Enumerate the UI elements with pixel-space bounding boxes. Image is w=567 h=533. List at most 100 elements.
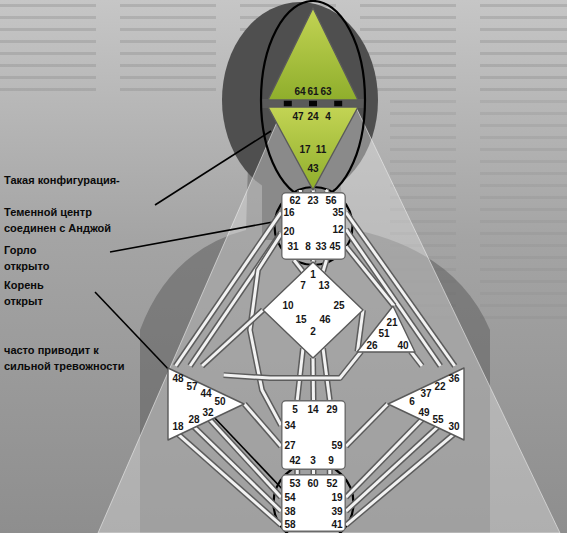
channel-line <box>300 190 301 192</box>
gate-number: 18 <box>172 422 183 432</box>
g-center-diamond: 1713102515462 <box>263 262 363 358</box>
throat-center: 622356163520123183345 <box>281 192 346 260</box>
gate-number: 49 <box>418 408 429 418</box>
gate-number: 28 <box>188 415 199 425</box>
channel-line <box>313 100 314 107</box>
gate-number: 2 <box>310 327 316 337</box>
center-shape <box>282 401 345 469</box>
gate-number: 57 <box>186 382 197 392</box>
channel-line <box>202 310 263 366</box>
defined-channel <box>334 100 342 107</box>
gate-number: 43 <box>307 164 318 174</box>
gate-number: 50 <box>214 397 225 407</box>
gate-number: 64 <box>294 87 305 97</box>
channel-outline <box>326 190 328 192</box>
gate-number: 20 <box>283 227 294 237</box>
gate-number: 45 <box>329 242 340 252</box>
gate-number: 40 <box>397 341 408 351</box>
gate-number: 54 <box>284 493 295 503</box>
channel-fill <box>297 348 303 400</box>
gate-number: 24 <box>307 112 318 122</box>
channel-line <box>338 100 339 107</box>
channel-outline <box>311 470 317 474</box>
channel-line <box>294 260 303 272</box>
gate-number: 63 <box>320 87 331 97</box>
channel-outline <box>346 229 440 366</box>
gate-number: 39 <box>331 507 342 517</box>
gate-number: 30 <box>448 422 459 432</box>
gate-number: 37 <box>420 389 431 399</box>
channel-outline <box>346 423 442 511</box>
gate-number: 62 <box>289 196 300 206</box>
gate-number: 53 <box>289 479 300 489</box>
channel-fill <box>224 352 362 379</box>
gate-number: 35 <box>332 208 343 218</box>
channel-outline <box>176 212 281 366</box>
gate-number: 32 <box>202 408 213 418</box>
channel-fill <box>206 415 281 497</box>
spleen-center: 48574450322818 <box>166 366 246 442</box>
callout-note: Корень открыт <box>4 277 76 309</box>
channel-outline <box>224 352 362 379</box>
channel-fill <box>244 404 281 446</box>
channel-fill <box>326 190 328 192</box>
center-shape <box>388 368 464 440</box>
gate-number: 42 <box>289 456 300 466</box>
channel-fill <box>346 246 394 306</box>
channel-outline <box>297 190 303 192</box>
channel-fill <box>202 310 263 366</box>
channel-outline <box>323 348 330 400</box>
channel-outline <box>323 260 327 272</box>
gate-number: 29 <box>326 405 337 415</box>
channel-outline <box>206 415 281 497</box>
channel-line <box>346 229 440 366</box>
center-shape <box>282 475 345 531</box>
gate-number: 58 <box>284 520 295 530</box>
channel-outline <box>250 234 281 425</box>
center-shape <box>268 107 358 190</box>
gate-number: 26 <box>366 341 377 351</box>
gate-number: 47 <box>292 112 303 122</box>
channel-outline <box>294 470 300 474</box>
gate-number: 46 <box>319 315 330 325</box>
channel-fill <box>299 190 302 192</box>
gate-number: 17 <box>299 145 310 155</box>
channel-outline <box>297 348 303 400</box>
gate-number: 52 <box>326 479 337 489</box>
channel-fill <box>346 404 388 446</box>
gate-number: 8 <box>305 242 311 252</box>
channel-fill <box>411 352 422 367</box>
gate-number: 10 <box>282 301 293 311</box>
gate-number: 33 <box>315 242 326 252</box>
head-center: 646163 <box>268 8 358 100</box>
channel-line <box>244 404 281 446</box>
center-shape <box>168 368 244 440</box>
highlight-circle <box>274 463 354 533</box>
channel-line <box>346 212 455 366</box>
channel-line <box>326 190 328 192</box>
channel-line <box>411 352 422 367</box>
highlight-circle <box>275 187 353 265</box>
gate-number: 34 <box>284 421 295 431</box>
sacral-center: 514293427594239 <box>281 400 346 470</box>
gate-number: 51 <box>378 329 389 339</box>
channel-line <box>297 348 303 400</box>
channel-line <box>250 234 281 425</box>
channel-outline <box>244 404 281 446</box>
channel-line <box>190 423 281 511</box>
channel-fill <box>323 348 330 400</box>
gate-number: 48 <box>172 374 183 384</box>
center-shape <box>357 306 415 352</box>
channel-outline <box>346 431 458 525</box>
channel-fill <box>294 260 303 272</box>
channel-line <box>287 100 288 107</box>
gate-number: 56 <box>325 196 336 206</box>
channel-line <box>224 352 362 379</box>
gate-number: 23 <box>307 196 318 206</box>
channel-fill <box>190 423 281 511</box>
channel-line <box>297 470 298 474</box>
callout-note: Горло открыто <box>4 242 76 274</box>
